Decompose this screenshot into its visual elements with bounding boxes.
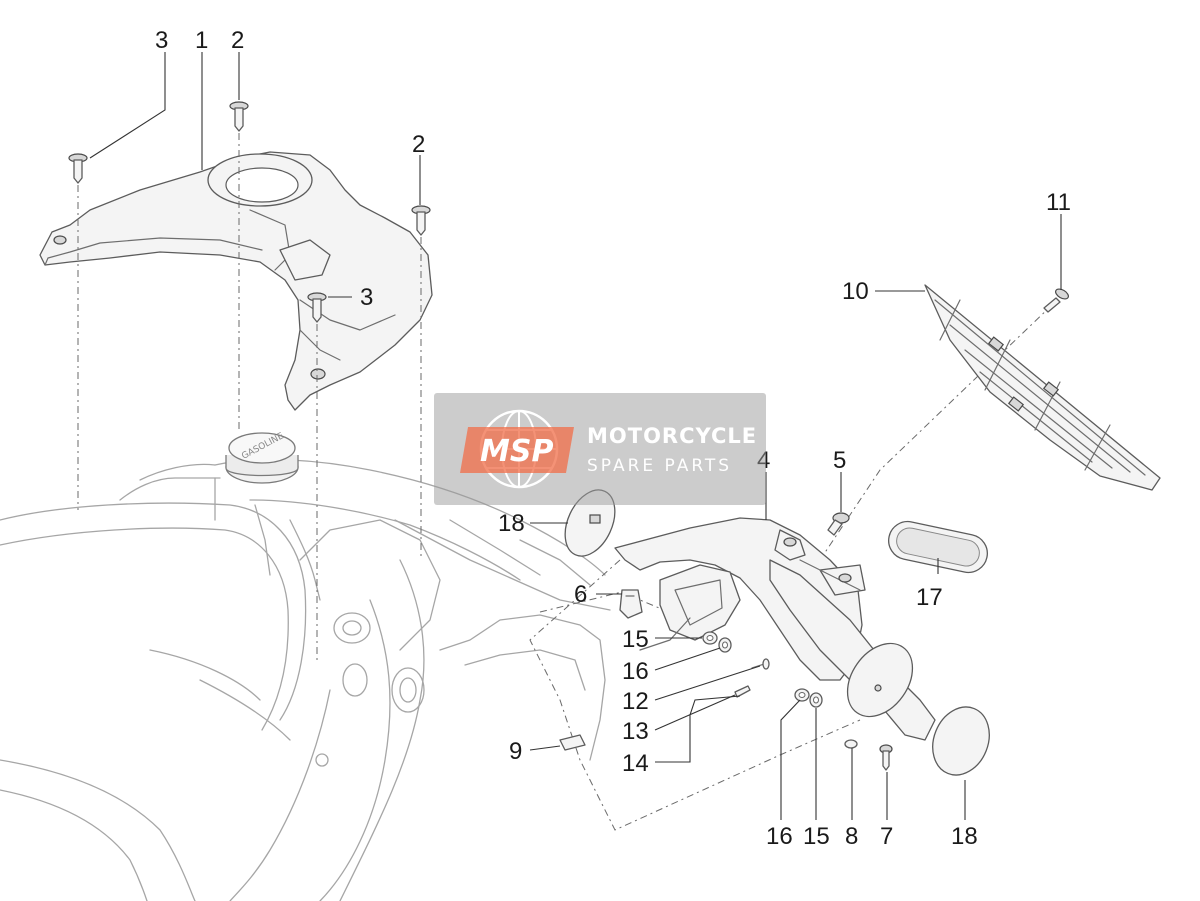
bolt-5 (827, 512, 850, 536)
disc-18b (932, 706, 990, 776)
watermark-subtitle: SPARE PARTS (587, 456, 732, 476)
callout-3-top: 3 (155, 27, 168, 54)
callout-14: 14 (622, 750, 649, 777)
callout-labels: 3 1 2 2 3 11 10 4 5 18 6 17 15 16 12 13 … (155, 27, 1071, 850)
callout-13: 13 (622, 718, 649, 745)
callout-2-right: 2 (412, 131, 425, 158)
callout-10: 10 (842, 278, 869, 305)
callout-6: 6 (574, 581, 587, 608)
clip-9 (559, 734, 586, 751)
callout-16-left: 16 (622, 658, 649, 685)
callout-18-bottom: 18 (951, 823, 978, 850)
screw-3a (68, 153, 88, 184)
screw-2b (411, 205, 431, 236)
callout-12: 12 (622, 688, 649, 715)
callout-15-bottom: 15 (803, 823, 830, 850)
callout-15-left: 15 (622, 626, 649, 653)
license-plate-holder (924, 284, 1161, 491)
small-hardware (702, 631, 893, 771)
reflector-17 (888, 520, 988, 574)
callout-3-right: 3 (360, 284, 373, 311)
watermark-box (434, 393, 766, 505)
msp-logo-text: MSP (480, 434, 553, 469)
callout-9: 9 (509, 738, 522, 765)
screw-3b (307, 292, 327, 323)
msp-logo-badge (460, 427, 574, 473)
screw-11 (1043, 288, 1069, 313)
callout-11: 11 (1046, 189, 1071, 216)
watermark: MSP MOTORCYCLE SPARE PARTS (434, 393, 766, 505)
callout-17: 17 (916, 584, 943, 611)
callout-1: 1 (195, 27, 208, 54)
callout-8: 8 (845, 823, 858, 850)
callout-16-bottom: 16 (766, 823, 793, 850)
fuel-cap: GASOLINE (225, 431, 299, 484)
callout-2-top: 2 (231, 27, 244, 54)
rear-cover-part (39, 151, 433, 411)
clip-6 (619, 589, 643, 619)
scooter-frame (0, 458, 611, 901)
disc-right-lamp (846, 642, 914, 718)
screw-2a (229, 101, 249, 132)
watermark-title: MOTORCYCLE (587, 424, 757, 448)
leader-lines (89, 52, 1062, 820)
callout-18-left: 18 (498, 510, 525, 537)
callout-5: 5 (833, 447, 846, 474)
callout-7: 7 (880, 823, 893, 850)
